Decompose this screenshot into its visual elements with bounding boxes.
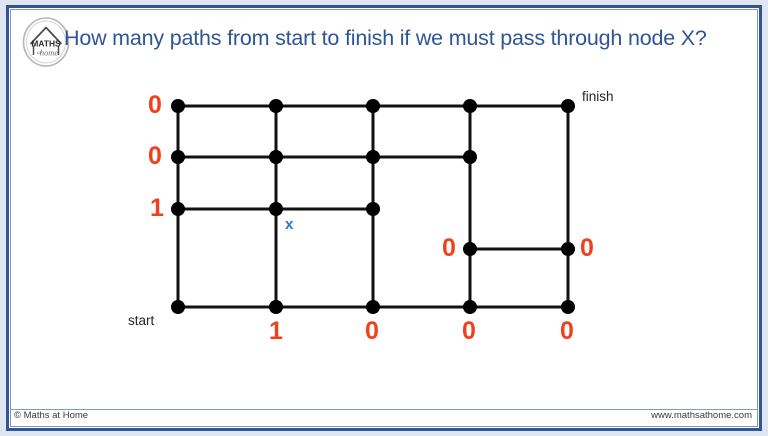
graph-node: [171, 99, 185, 113]
footer-divider: [11, 409, 757, 410]
graph-node: [561, 300, 575, 314]
maths-at-home-logo: MATHS at home: [22, 17, 70, 67]
graph-node: [463, 150, 477, 164]
svg-text:home: home: [40, 49, 58, 58]
graph-node-finish: [561, 99, 575, 113]
footer-copyright: © Maths at Home: [14, 410, 89, 421]
start-label: start: [128, 313, 155, 328]
graph-node: [561, 242, 575, 256]
graph-node: [463, 242, 477, 256]
graph-node: [269, 99, 283, 113]
graph-node: [171, 202, 185, 216]
graph-node: [366, 99, 380, 113]
graph-node: [269, 300, 283, 314]
graph-node: [171, 150, 185, 164]
graph-node: [366, 300, 380, 314]
graph-node-x: [269, 202, 283, 216]
svg-text:at: at: [37, 50, 42, 56]
graph-node: [366, 202, 380, 216]
node-count-left-row1: 0: [148, 142, 162, 170]
footer-website: www.mathsathome.com: [651, 410, 752, 421]
node-count-mid-right: 0: [580, 234, 594, 262]
node-count-mid-left: 0: [442, 234, 456, 262]
node-count-left-row2: 1: [150, 194, 164, 222]
node-x-label: x: [285, 216, 294, 233]
graph-nodes: [171, 99, 575, 314]
graph-node: [463, 300, 477, 314]
node-count-left-row0: 0: [148, 91, 162, 119]
graph-node: [366, 150, 380, 164]
svg-text:MATHS: MATHS: [31, 39, 61, 49]
node-count-bottom-col3: 0: [462, 317, 476, 345]
page-title: How many paths from start to finish if w…: [64, 26, 707, 50]
node-count-bottom-col1: 1: [269, 317, 283, 345]
node-count-bottom-col2: 0: [365, 317, 379, 345]
slide-header: MATHS at home How many paths from start …: [12, 11, 756, 67]
graph-node: [463, 99, 477, 113]
finish-label: finish: [582, 89, 614, 104]
slide-inner-border: [10, 9, 758, 427]
graph-node: [269, 150, 283, 164]
node-count-bottom-col4: 0: [560, 317, 574, 345]
graph-node-start: [171, 300, 185, 314]
